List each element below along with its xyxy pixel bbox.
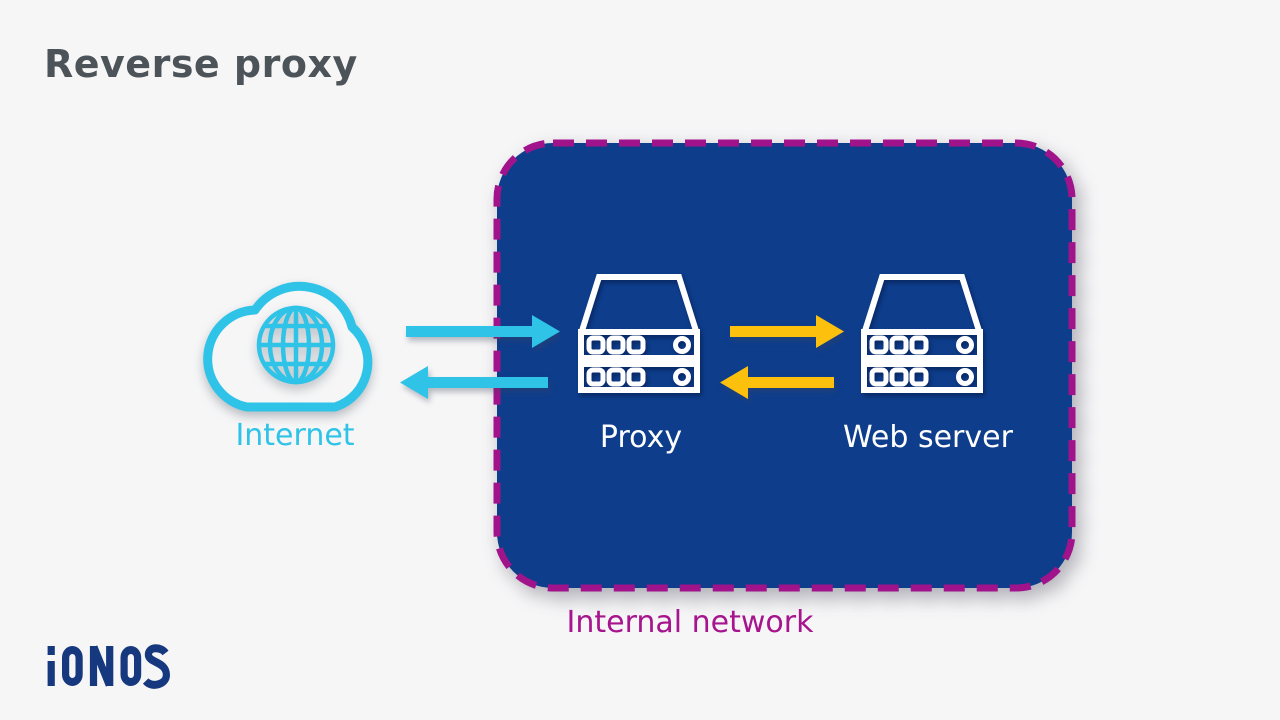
- web-server-label: Web server: [843, 420, 1013, 455]
- proxy-label: Proxy: [599, 420, 683, 455]
- webserver-to-proxy-arrow-icon: [720, 366, 834, 399]
- ionos-logo: [47, 644, 171, 689]
- logo-letter-s: [142, 644, 171, 689]
- logo-letter-n: [89, 645, 114, 687]
- internet-label: Internet: [235, 418, 355, 453]
- globe-icon: [256, 305, 336, 385]
- logo-letter-o2: [120, 646, 142, 686]
- proxy-to-internet-arrow-icon: [400, 366, 548, 399]
- logo-letter-o1: [62, 646, 83, 686]
- proxy-to-webserver-arrow-icon: [730, 315, 844, 348]
- internal-network-label: Internal network: [566, 605, 814, 640]
- internal-network-box: [493, 139, 1076, 592]
- internet-to-proxy-arrow-icon: [406, 315, 560, 348]
- page-title: Reverse proxy: [44, 42, 358, 86]
